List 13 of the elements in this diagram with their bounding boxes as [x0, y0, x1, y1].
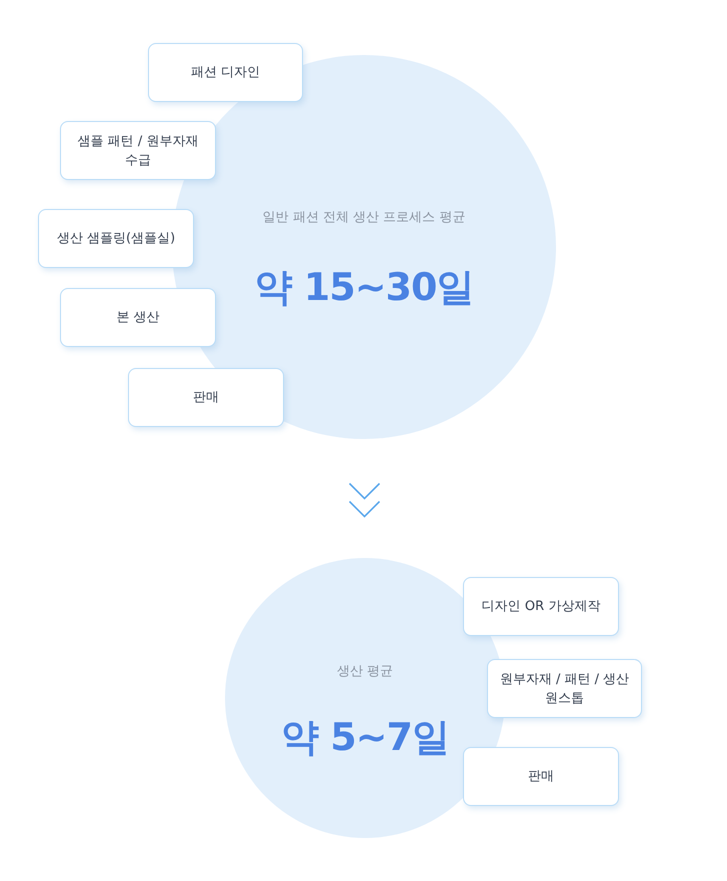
step-box: 본 생산: [60, 288, 216, 347]
duration-text: 약 15~30일: [254, 264, 474, 311]
step-box: 판매: [128, 368, 284, 427]
step-box: 샘플 패턴 / 원부자재 수급: [60, 121, 216, 180]
duration-text: 약 5~7일: [281, 714, 449, 761]
caption-text: 일반 패션 전체 생산 프로세스 평균: [262, 209, 466, 226]
step-box: 판매: [463, 747, 619, 806]
step-box: 디자인 OR 가상제작: [463, 577, 619, 636]
caption-text: 생산 평균: [336, 663, 394, 680]
step-box: 패션 디자인: [148, 43, 303, 102]
chevron-arrow: [348, 482, 380, 518]
step-box: 원부자재 / 패턴 / 생산 원스톱: [487, 659, 642, 718]
step-box: 생산 샘플링(샘플실): [38, 209, 194, 268]
